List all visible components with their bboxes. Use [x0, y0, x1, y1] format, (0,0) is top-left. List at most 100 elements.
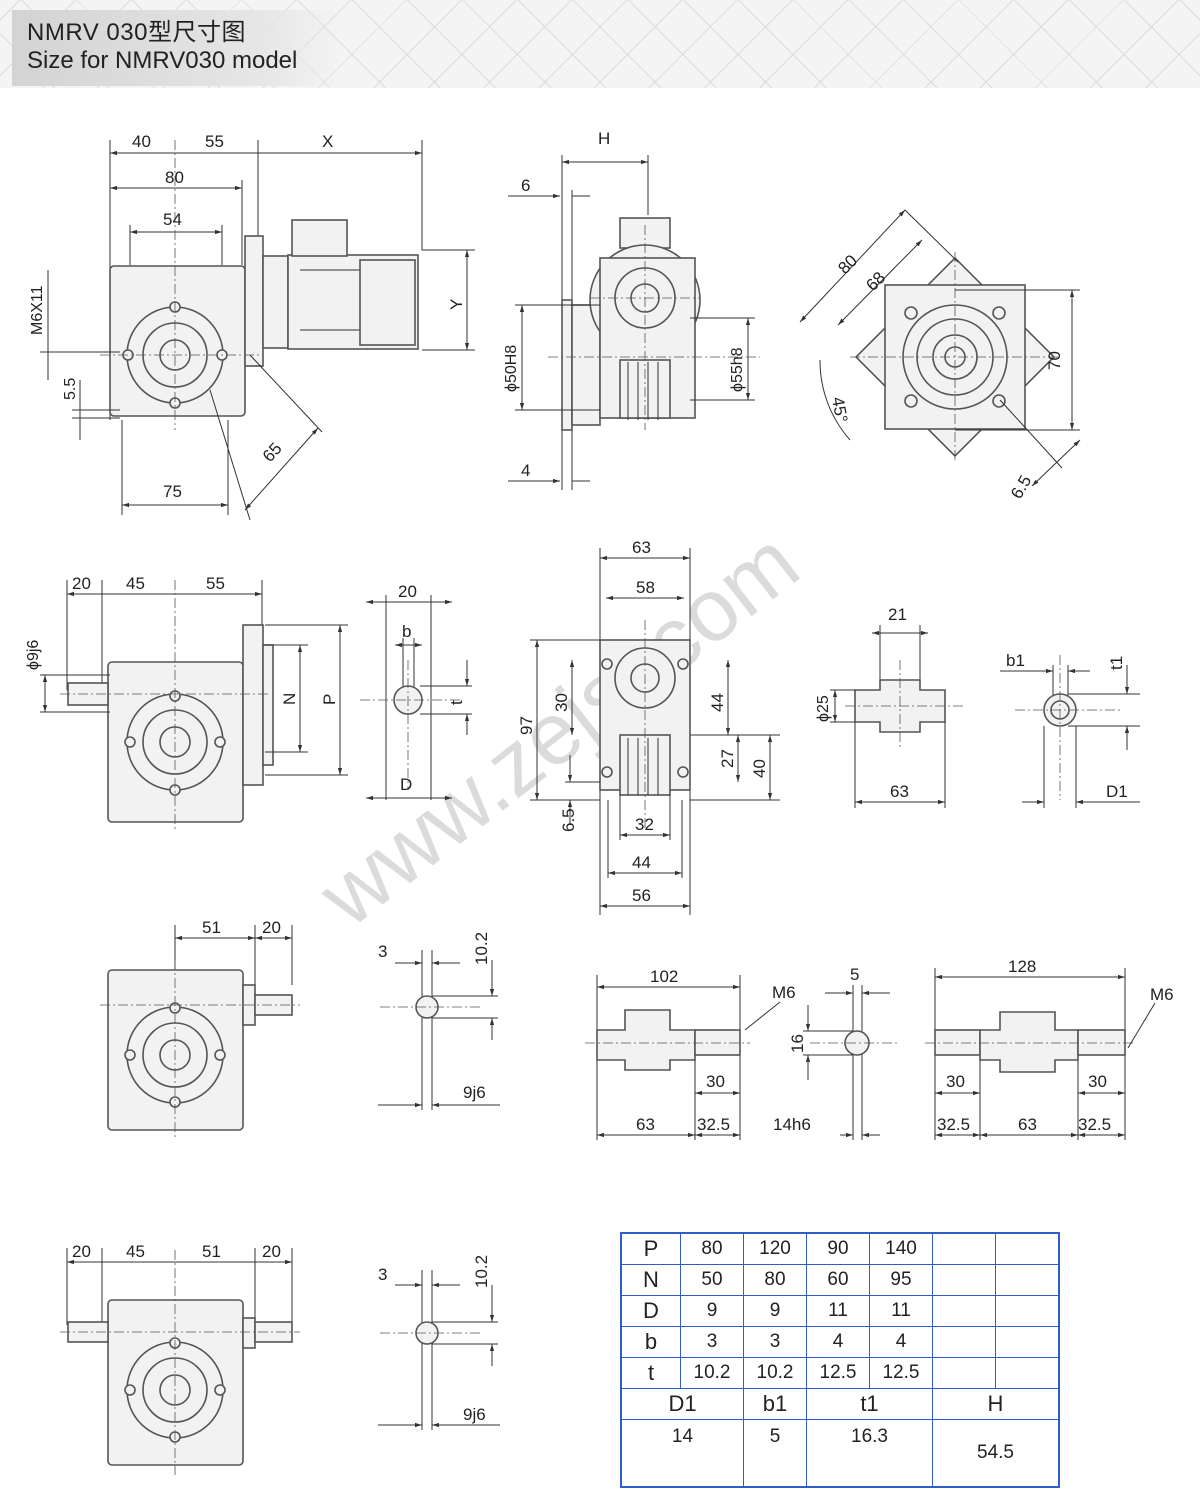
- table-header-h: H: [932, 1388, 1060, 1420]
- dim-30a: 30: [552, 693, 571, 712]
- table-cell: 9: [743, 1295, 807, 1327]
- dim-63a: 63: [632, 538, 651, 557]
- view1-side-motor: 40 55 X 80 54 M6X11 5.5 75 65 Y: [29, 132, 475, 521]
- dim-128: 128: [1008, 957, 1036, 976]
- dim-65: 65: [259, 439, 286, 466]
- view12-output-section: 5 16 14h6: [773, 965, 900, 1140]
- dim-70: 70: [1045, 351, 1064, 370]
- dim-32: 32: [635, 815, 654, 834]
- dim-6-5b: 6.5: [559, 808, 578, 832]
- dim-45a: 45: [126, 574, 145, 593]
- table-cell: 95: [869, 1264, 933, 1296]
- view2-front: H 6 4 ϕ50H8 ϕ55h8: [503, 129, 760, 490]
- dim-n: N: [280, 693, 299, 705]
- table-cell: 10.2: [680, 1357, 744, 1389]
- table-cell: [995, 1357, 1060, 1389]
- dim-40: 40: [132, 132, 151, 151]
- dim-t: t: [447, 700, 466, 705]
- dim-32-5c: 32.5: [1078, 1115, 1111, 1134]
- dim-51b: 51: [202, 1242, 221, 1261]
- table-header-b1: b1: [743, 1388, 807, 1420]
- watermark: www.zejsj.com: [300, 512, 816, 946]
- dimension-table: P 80 120 90 140 N 50 80 60 95 D 9 9 11 1…: [620, 1232, 1060, 1488]
- dim-44b: 44: [632, 853, 651, 872]
- dim-10-2b: 10.2: [472, 1255, 491, 1288]
- dim-9j6b: 9j6: [463, 1405, 486, 1424]
- table-cell: [932, 1326, 996, 1358]
- page-title-en: Size for NMRV030 model: [27, 47, 298, 74]
- table-cell: 90: [806, 1232, 870, 1265]
- header-band: NMRV 030型尺寸图 Size for NMRV030 model: [0, 0, 1200, 88]
- dim-14h6: 14h6: [773, 1115, 811, 1134]
- dim-55b: 55: [206, 574, 225, 593]
- dim-b1: b1: [1006, 651, 1025, 670]
- dim-51a: 51: [202, 918, 221, 937]
- view13-double-shaft: 128 M6 30 30 32.5 63 32.5: [925, 957, 1174, 1140]
- dim-30b: 30: [706, 1072, 725, 1091]
- dim-20b: 20: [398, 582, 417, 601]
- dim-m6x11: M6X11: [29, 285, 46, 335]
- dim-20c: 20: [262, 918, 281, 937]
- dim-58: 58: [636, 578, 655, 597]
- table-cell: 11: [869, 1295, 933, 1327]
- table-row: D1 b1 t1 H: [620, 1388, 1060, 1420]
- view11-single-shaft: 102 M6 30 63 32.5: [585, 967, 796, 1140]
- table-cell: [932, 1232, 996, 1265]
- table-cell-b1: 5: [743, 1419, 807, 1488]
- table-row: D 9 9 11 11: [620, 1295, 1060, 1327]
- table-cell-d1: 14: [620, 1419, 744, 1488]
- dim-63d: 63: [1018, 1115, 1037, 1134]
- table-cell: 80: [743, 1264, 807, 1296]
- dim-d1: D1: [1106, 782, 1128, 801]
- dim-x: X: [322, 132, 333, 151]
- table-row: b 3 3 4 4: [620, 1326, 1060, 1358]
- dim-20d: 20: [72, 1242, 91, 1261]
- dim-45deg: 45°: [828, 395, 851, 424]
- table-cell: 11: [806, 1295, 870, 1327]
- view3-flange: 80 68 70 45° 6.5: [799, 209, 1081, 502]
- view5-shaft-section: 20 b t D: [360, 582, 472, 801]
- dim-32-5b: 32.5: [937, 1115, 970, 1134]
- table-cell: [932, 1264, 996, 1296]
- table-row-label: P: [620, 1232, 681, 1265]
- dim-h: H: [598, 129, 610, 148]
- dim-20a: 20: [72, 574, 91, 593]
- table-cell-t1: 16.3: [806, 1419, 933, 1488]
- page-title-cn: NMRV 030型尺寸图: [27, 19, 246, 46]
- view8-bore-section: b1 t1 D1: [1000, 651, 1140, 808]
- dim-6-5a: 6.5: [1007, 472, 1035, 502]
- table-cell: [932, 1357, 996, 1389]
- view15-key-section: 3 10.2 9j6: [378, 1255, 500, 1430]
- table-row-label: t: [620, 1357, 681, 1389]
- dim-m6a: M6: [772, 983, 796, 1002]
- view10-key-section: 3 10.2 9j6: [378, 932, 500, 1110]
- dim-27: 27: [718, 749, 737, 768]
- table-header-t1: t1: [806, 1388, 933, 1420]
- table-row-label: b: [620, 1326, 681, 1358]
- table-row: t 10.2 10.2 12.5 12.5: [620, 1357, 1060, 1389]
- dim-3b: 3: [378, 1265, 387, 1284]
- dim-97: 97: [517, 716, 536, 735]
- dim-phi9j6: ϕ9j6: [25, 640, 42, 670]
- dim-10-2a: 10.2: [472, 932, 491, 965]
- dim-45b: 45: [126, 1242, 145, 1261]
- table-row: P 80 120 90 140: [620, 1232, 1060, 1265]
- dim-5-5: 5.5: [62, 378, 79, 400]
- table-cell: [995, 1264, 1060, 1296]
- dim-3a: 3: [378, 942, 387, 961]
- view9-side-output: 51 20: [100, 918, 300, 1140]
- table-cell: [995, 1326, 1060, 1358]
- table-cell: 50: [680, 1264, 744, 1296]
- dim-30d: 30: [1088, 1072, 1107, 1091]
- dim-102: 102: [650, 967, 678, 986]
- title-box: [12, 10, 342, 86]
- table-cell: 60: [806, 1264, 870, 1296]
- view7-hollow-shaft: 21 ϕ25 63: [815, 605, 965, 808]
- table-cell: 80: [680, 1232, 744, 1265]
- dim-44a: 44: [708, 693, 727, 712]
- view14-double-input: 20 45 51 20: [60, 1242, 300, 1475]
- table-cell: 12.5: [806, 1357, 870, 1389]
- table-cell: 120: [743, 1232, 807, 1265]
- dim-40b: 40: [750, 759, 769, 778]
